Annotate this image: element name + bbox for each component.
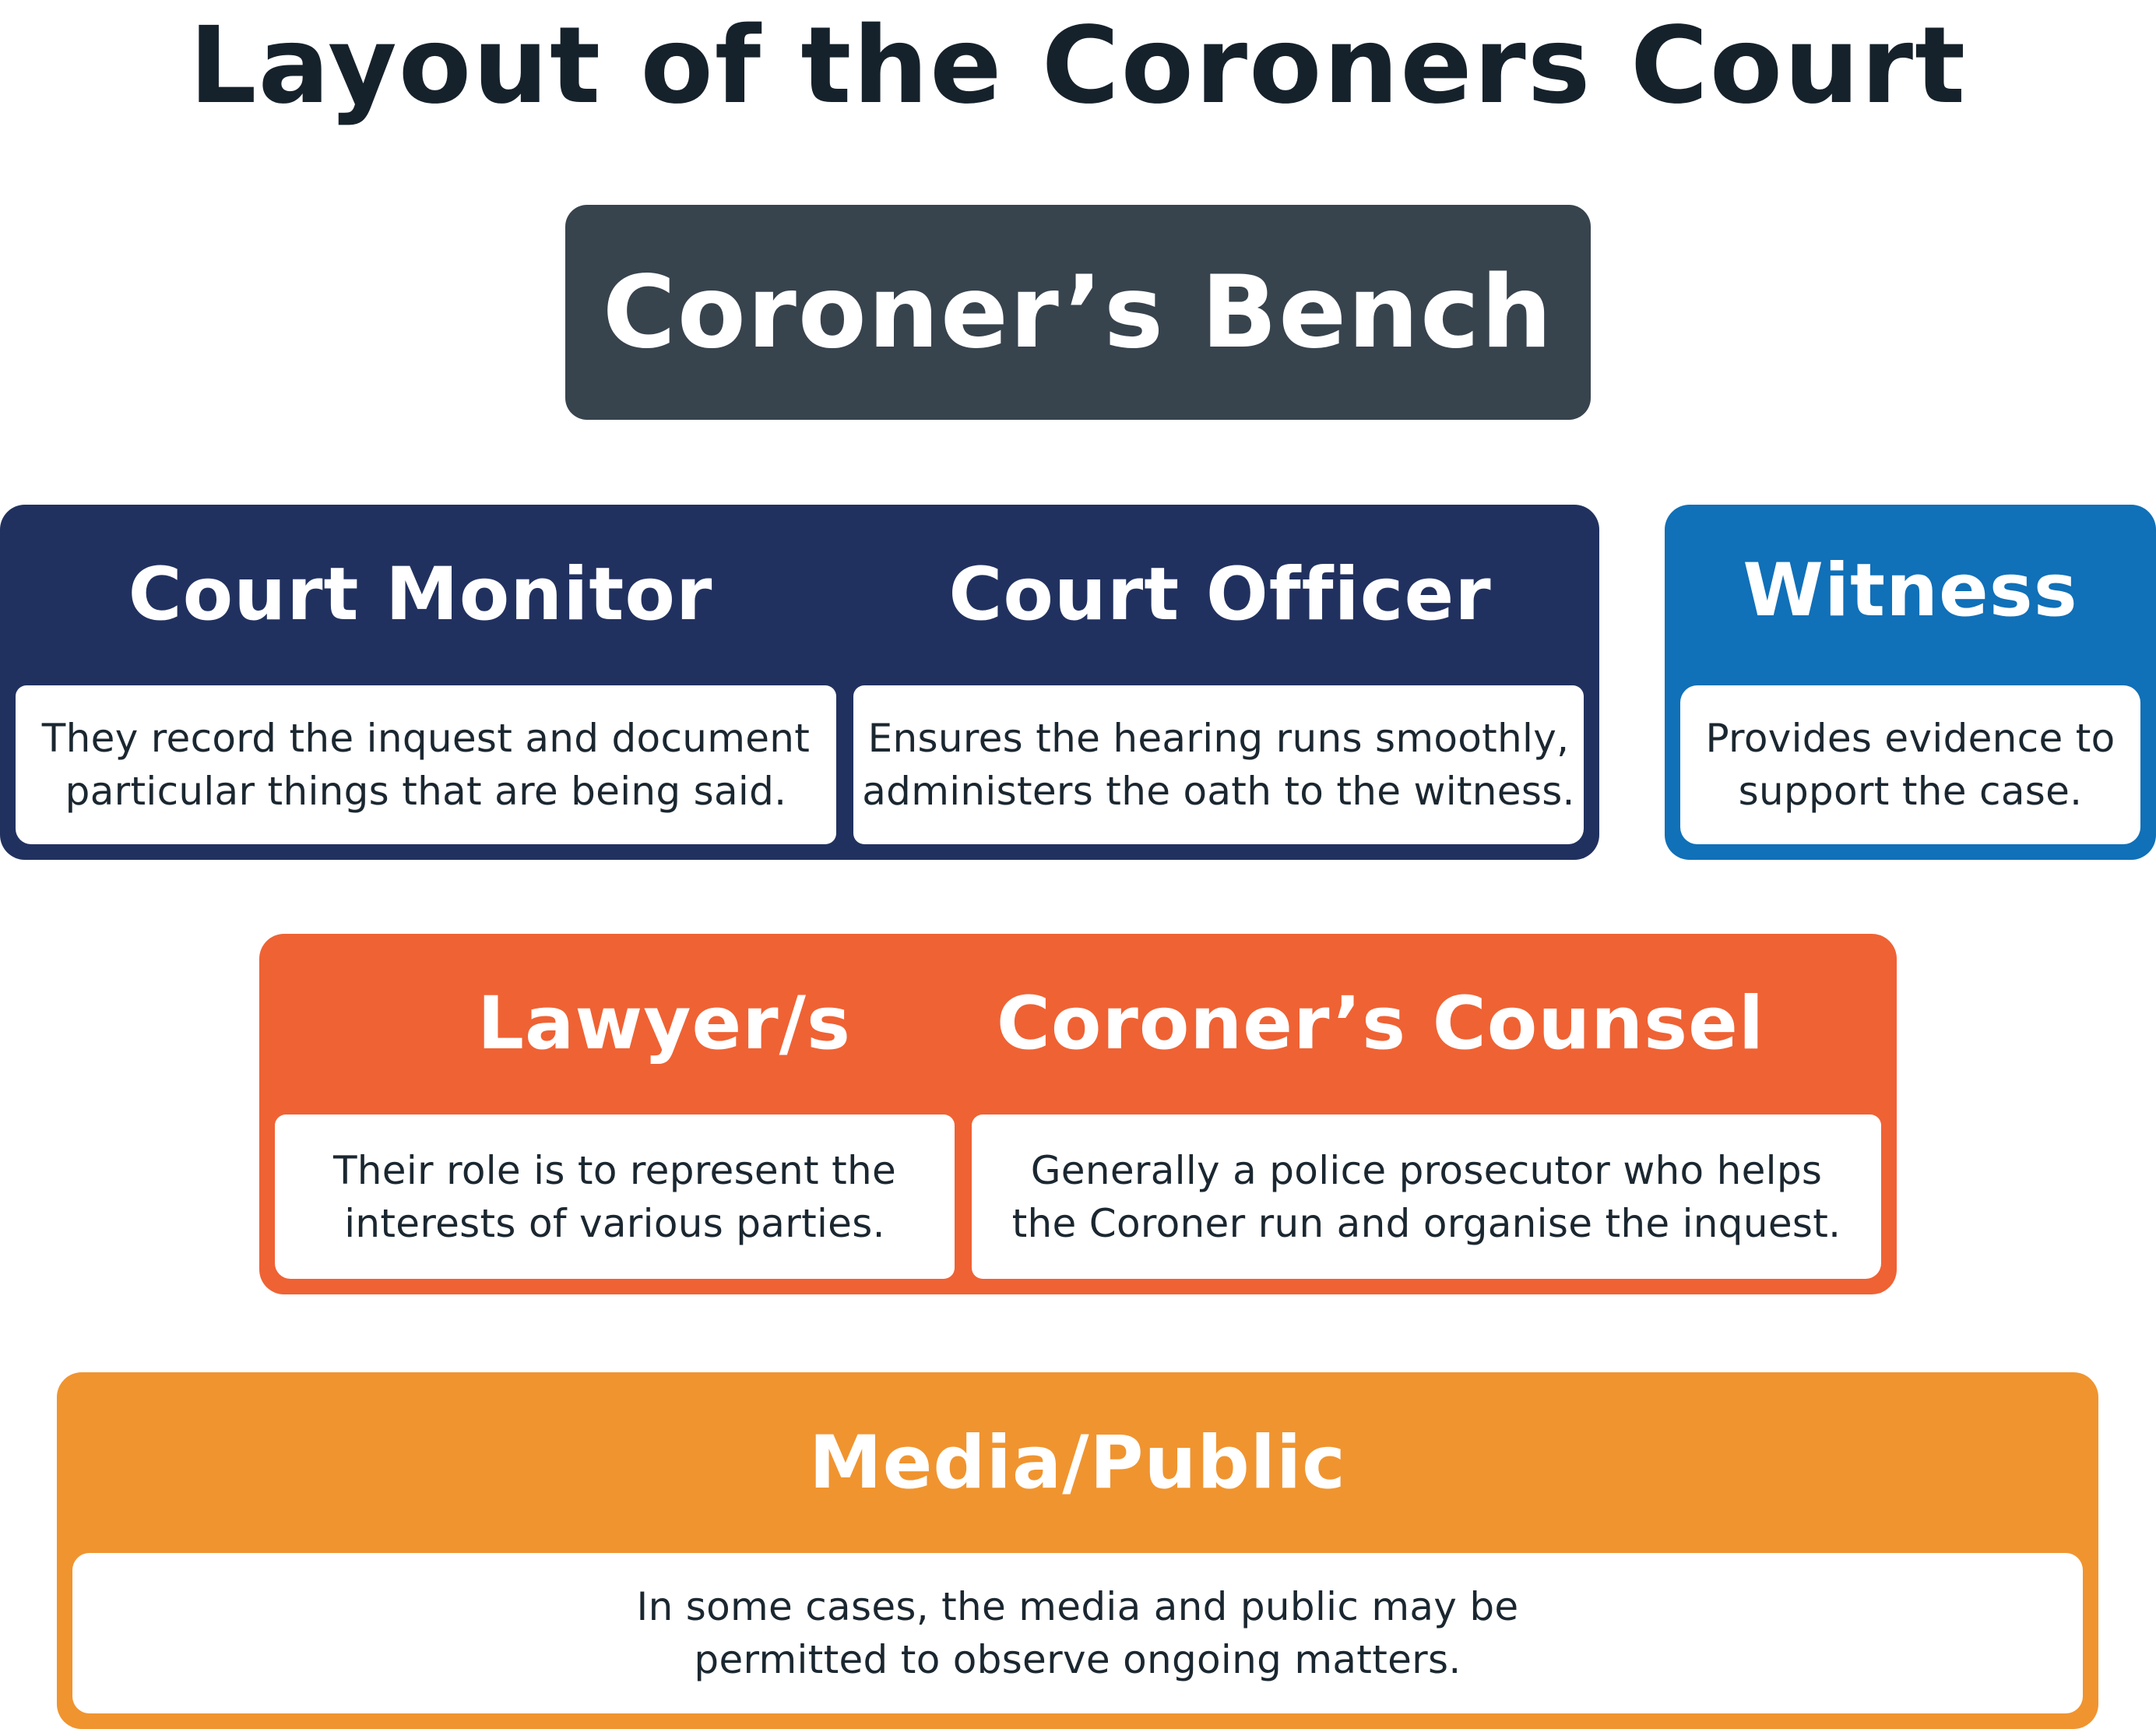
media-public-description: In some cases, the media and public may … xyxy=(72,1553,2083,1713)
court-staff-group: Court Monitor Court Officer They record … xyxy=(0,505,1599,860)
court-officer-description: Ensures the hearing runs smoothly, admin… xyxy=(853,685,1584,844)
lawyers-heading: Lawyer/s xyxy=(477,981,851,1066)
court-monitor-heading: Court Monitor xyxy=(128,551,713,637)
court-monitor-description: They record the inquest and document par… xyxy=(16,685,836,844)
court-officer-heading: Court Officer xyxy=(948,551,1492,637)
coroners-bench-label: Coroner’s Bench xyxy=(602,254,1554,371)
diagram-title: Layout of the Coroners Court xyxy=(188,5,1968,128)
coroners-bench-box: Coroner’s Bench xyxy=(565,205,1591,420)
coroners-counsel-description: Generally a police prosecutor who helps … xyxy=(972,1115,1881,1279)
media-public-heading: Media/Public xyxy=(809,1420,1346,1505)
coroners-counsel-heading: Coroner’s Counsel xyxy=(996,981,1765,1066)
witness-group: Witness Provides evidence to support the… xyxy=(1665,505,2156,860)
witness-description: Provides evidence to support the case. xyxy=(1680,685,2140,844)
lawyers-description: Their role is to represent the interests… xyxy=(275,1115,955,1279)
legal-group: Lawyer/s Coroner’s Counsel Their role is… xyxy=(259,934,1897,1294)
media-public-group: Media/Public In some cases, the media an… xyxy=(57,1372,2098,1729)
witness-heading: Witness xyxy=(1743,548,2078,633)
